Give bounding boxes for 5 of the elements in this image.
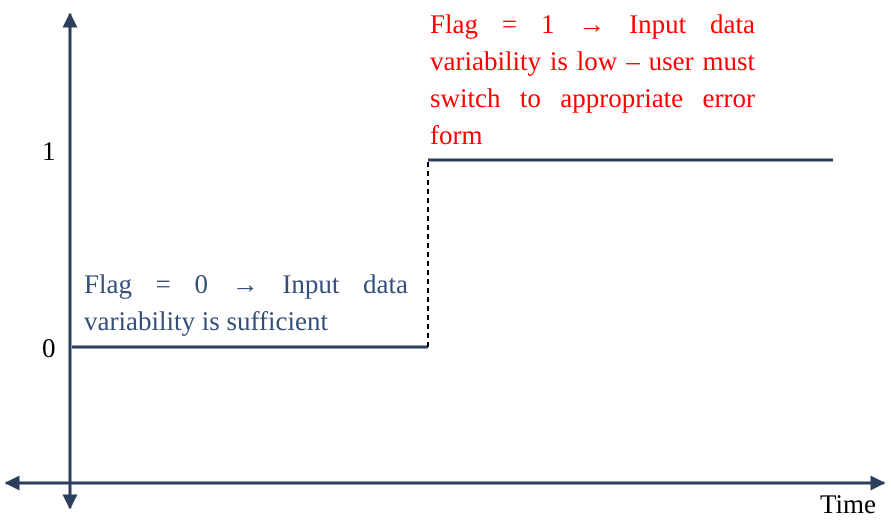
annotation-text: Flag = 1 → Input data variability is low – user must switch to appropriate error form: [430, 8, 755, 152]
tick-label: 1: [42, 135, 56, 168]
axis-label: Time: [820, 488, 876, 521]
tick-label: 0: [42, 332, 56, 365]
annotation-text: Flag = 0 → Input data variability is sufficient: [84, 268, 408, 338]
